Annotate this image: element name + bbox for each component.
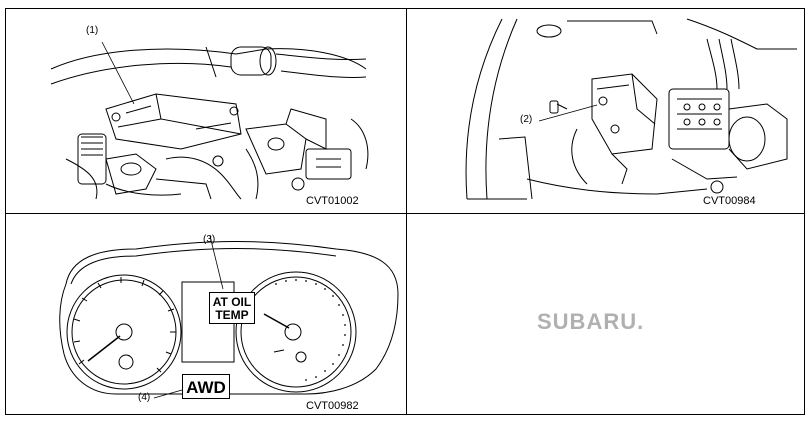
- gauge-ticks-right: [275, 279, 346, 381]
- engine-bay-illustration: [50, 41, 369, 200]
- at-oil-temp-warning-label: AT OIL TEMP: [209, 292, 255, 324]
- callout-2: (2): [520, 114, 533, 125]
- tcu-location-illustration: [465, 18, 797, 200]
- warning-oil-line1: AT OIL: [212, 295, 252, 309]
- figure-code: CVT00982: [306, 400, 359, 412]
- subaru-logo: SUBARU.: [537, 309, 645, 334]
- awd-warning-label: AWD: [182, 374, 230, 399]
- warning-oil-line2: TEMP: [215, 308, 249, 322]
- grid-divider-vertical: [406, 9, 407, 414]
- callout-1: (1): [86, 25, 99, 36]
- grid-divider-horizontal: [6, 213, 804, 214]
- callout-3: (3): [203, 234, 216, 245]
- gauge-ticks-left: [73, 277, 176, 373]
- panel-bottom-left: (3) AT OIL TEMP AWD (4) CVT00982: [6, 214, 406, 414]
- callout-4: (4): [138, 392, 151, 403]
- figure-code: CVT01002: [306, 195, 359, 207]
- panel-top-left: (1) CVT01002: [6, 9, 406, 213]
- figure-grid: (1) CVT01002: [5, 8, 805, 415]
- panel-bottom-right: SUBARU.: [407, 214, 806, 414]
- panel-top-right: (2) CVT00984: [407, 9, 806, 213]
- figure-code: CVT00984: [703, 195, 756, 207]
